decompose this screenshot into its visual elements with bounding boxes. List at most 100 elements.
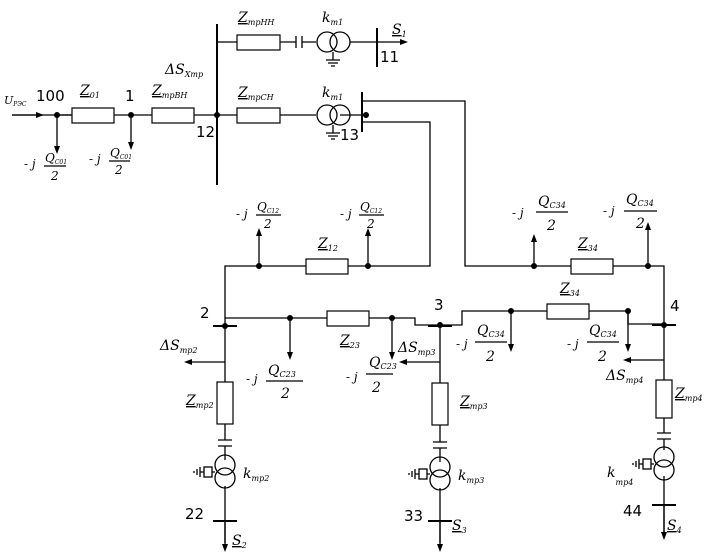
- svg-text:- j: - j: [246, 372, 258, 386]
- svg-text:2: 2: [635, 216, 645, 232]
- load-labels: S1 S2 S3 S4: [232, 22, 682, 550]
- impedance-z01: [71, 107, 115, 124]
- label-ds4: ΔSтр4: [605, 368, 644, 385]
- svg-text:QC01: QC01: [45, 151, 67, 166]
- label-kt1a: kт1: [322, 10, 343, 27]
- node-labels: 100 1 12 13 11 2 3 4 22 33 44: [36, 48, 680, 525]
- svg-text:QC01: QC01: [110, 146, 132, 161]
- label-s1: S1: [392, 22, 407, 39]
- node-12: 12: [196, 123, 215, 141]
- svg-text:QC34: QC34: [589, 323, 617, 339]
- label-z34b: Z34: [559, 281, 580, 298]
- label-dsx: ΔSXтр: [164, 62, 203, 79]
- impedance-z34a: [570, 258, 614, 275]
- charge-q34-b: - j QC34 2: [603, 192, 657, 232]
- label-ds2: ΔSтр2: [159, 338, 198, 355]
- busbars: [213, 24, 676, 522]
- impedance-zvn: [151, 107, 195, 124]
- label-z34a: Z34: [577, 236, 598, 253]
- charge-q34-c: - j QC34 2: [456, 323, 507, 365]
- svg-text:2: 2: [366, 217, 375, 231]
- label-ztr2: Zтр2: [185, 393, 214, 410]
- transformer-tr2: [193, 454, 236, 489]
- label-ztr4: Zтр4: [674, 386, 703, 403]
- label-zvn: ZтрВН: [151, 83, 188, 100]
- svg-text:- j: - j: [340, 207, 352, 221]
- svg-text:2: 2: [280, 386, 290, 402]
- svg-text:2: 2: [597, 349, 607, 365]
- node-1: 1: [125, 87, 135, 105]
- impedance-blocks: [71, 34, 673, 426]
- label-s3: S3: [452, 518, 467, 535]
- svg-text:- j: - j: [567, 337, 579, 351]
- label-kt1b: kт1: [322, 85, 343, 102]
- loss-labels: ΔSXтр ΔSтр2 ΔSтр3 ΔSтр4: [159, 62, 644, 385]
- svg-text:- j: - j: [456, 337, 468, 351]
- svg-text:- j: - j: [89, 152, 101, 166]
- svg-text:2: 2: [50, 169, 59, 183]
- label-ztr3: Zтр3: [459, 394, 488, 411]
- impedance-ztr2: [216, 381, 234, 425]
- transformer-tr4: [632, 446, 675, 481]
- arrows: [12, 39, 667, 552]
- transformer-t1-sn: [316, 104, 362, 140]
- node-4: 4: [670, 297, 680, 315]
- impedance-z34b: [546, 303, 590, 320]
- svg-text:2: 2: [485, 349, 495, 365]
- impedance-ztr4: [655, 379, 673, 419]
- charge-q12-b: - j QC12 2: [340, 200, 384, 231]
- node-13: 13: [340, 126, 359, 144]
- charge-q23-b: - j QC23 2: [346, 355, 397, 396]
- svg-text:- j: - j: [24, 157, 36, 171]
- impedance-znn: [236, 34, 281, 51]
- label-source: UРЭС: [4, 94, 27, 108]
- wire-13-to-4: [362, 100, 665, 318]
- svg-text:QC23: QC23: [369, 355, 397, 371]
- impedance-z23: [326, 310, 370, 327]
- impedance-ztr3: [431, 382, 449, 426]
- charge-q01-b: - j QC01 2: [89, 146, 132, 177]
- impedance-zsn: [236, 107, 281, 124]
- svg-text:- j: - j: [346, 370, 358, 384]
- charge-q34-a: - j QC34 2: [512, 194, 568, 234]
- node-3: 3: [434, 296, 444, 314]
- svg-text:QC34: QC34: [538, 194, 566, 210]
- charge-q23-a: - j QC23 2: [246, 363, 303, 402]
- label-z12: Z12: [317, 236, 338, 253]
- node-11: 11: [380, 48, 399, 66]
- svg-text:QC12: QC12: [360, 200, 382, 215]
- label-z23: Z23: [339, 333, 360, 350]
- svg-text:2: 2: [546, 218, 556, 234]
- node-100: 100: [36, 87, 65, 105]
- svg-text:2: 2: [114, 163, 123, 177]
- node-44: 44: [623, 502, 642, 520]
- charge-q34-d: - j QC34 2: [567, 323, 619, 365]
- label-ds3: ΔSтр3: [397, 340, 436, 357]
- transformer-tr3: [408, 456, 451, 491]
- label-znn: ZтрНН: [237, 10, 275, 27]
- wire-13-to-2: [224, 121, 431, 318]
- node-2: 2: [200, 304, 210, 322]
- svg-text:QC12: QC12: [257, 200, 279, 215]
- svg-text:2: 2: [371, 380, 381, 396]
- label-ktr4: kтр4: [607, 465, 633, 487]
- charging-labels: - j QC01 2 - j QC01 2 - j QC12 2 - j QC1…: [24, 146, 657, 402]
- node-33: 33: [404, 507, 423, 525]
- impedance-z12: [305, 258, 349, 275]
- label-z01: Z01: [79, 83, 100, 100]
- svg-text:2: 2: [263, 217, 272, 231]
- ratio-labels: kт1 kт1 kтр2 kтр3 kтр4: [243, 10, 633, 487]
- svg-text:QC34: QC34: [626, 192, 654, 208]
- svg-text:- j: - j: [512, 206, 524, 220]
- label-ktr3: kтр3: [458, 468, 484, 485]
- svg-text:- j: - j: [236, 207, 248, 221]
- label-zsn: ZтрСН: [237, 85, 275, 102]
- label-ktr2: kтр2: [243, 466, 269, 483]
- impedance-labels: Z01 ZтрВН ZтрНН ZтрСН Z12 Z23 Z34 Z34 Zт…: [79, 10, 703, 411]
- svg-text:QC34: QC34: [477, 323, 505, 339]
- label-s2: S2: [232, 533, 247, 550]
- transformer-t1-nn: [316, 31, 351, 67]
- charge-q12-a: - j QC12 2: [236, 200, 281, 231]
- transformers: [193, 31, 675, 491]
